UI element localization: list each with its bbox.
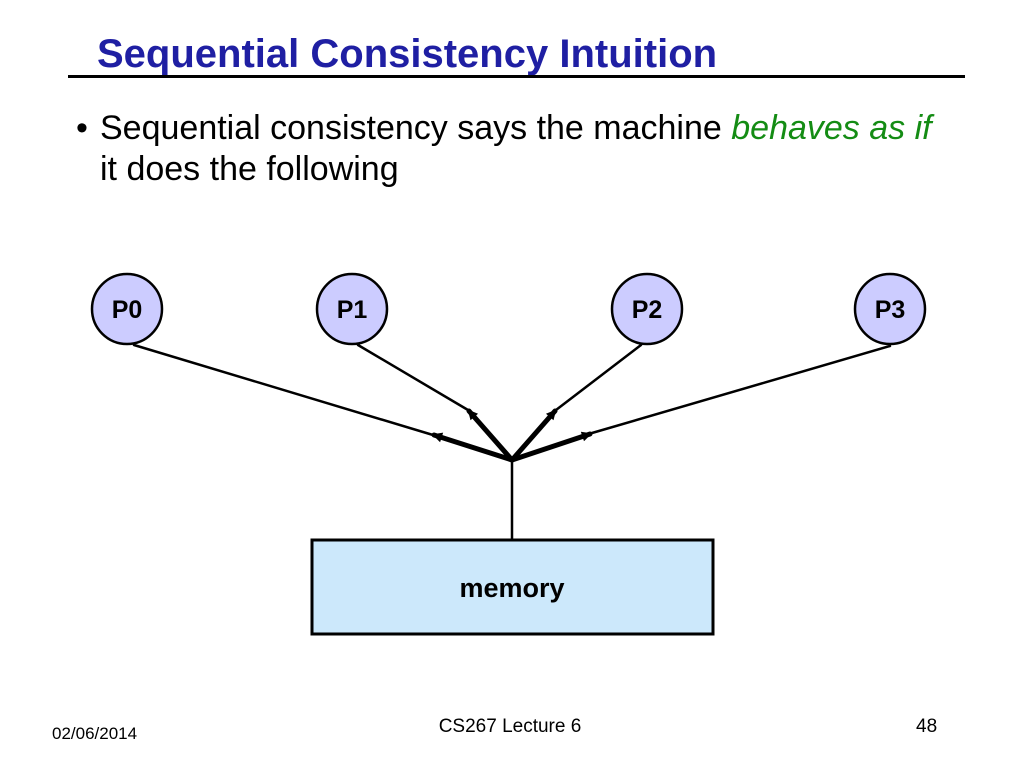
bullet-line-1: Sequential consistency says the machine … bbox=[100, 108, 932, 149]
memory-rect bbox=[310, 538, 715, 636]
processor-circle bbox=[610, 272, 684, 346]
connector-p0 bbox=[132, 343, 435, 437]
processor-p0: P0 bbox=[90, 272, 164, 346]
connector-lines bbox=[132, 343, 892, 437]
connector-p1 bbox=[356, 343, 470, 412]
processor-label: P2 bbox=[632, 296, 663, 324]
processor-label: P0 bbox=[112, 296, 143, 324]
switch-arm-p1 bbox=[466, 408, 515, 463]
processor-p1: P1 bbox=[315, 272, 389, 346]
memory-label: memory bbox=[459, 573, 564, 603]
footer-page-number: 48 bbox=[916, 716, 938, 737]
bullet-line-2: it does the following bbox=[100, 150, 399, 188]
processor-p3: P3 bbox=[853, 272, 927, 346]
switch-arm-p2 bbox=[509, 408, 558, 463]
processor-label: P1 bbox=[337, 296, 368, 324]
connector-p2 bbox=[554, 343, 643, 412]
processor-circle bbox=[90, 272, 164, 346]
slide-title: Sequential Consistency Intuition bbox=[97, 32, 718, 76]
switch-arm-p3 bbox=[509, 431, 593, 463]
title-underline bbox=[68, 75, 965, 78]
bullet-point: Sequential consistency says the machine … bbox=[100, 108, 932, 190]
memory-box: memory bbox=[310, 538, 715, 636]
bullet-text: Sequential consistency says the machine bbox=[100, 109, 722, 147]
processor-circle bbox=[315, 272, 389, 346]
switch-arm-p0 bbox=[431, 432, 515, 463]
processor-label: P3 bbox=[875, 296, 906, 324]
processor-p2: P2 bbox=[610, 272, 684, 346]
bullet-marker: • bbox=[76, 109, 88, 147]
bullet-emphasis: behaves as if bbox=[731, 109, 932, 147]
connector-p3 bbox=[590, 344, 892, 435]
switch-arms bbox=[431, 408, 593, 463]
footer-lecture-title: CS267 Lecture 6 bbox=[438, 716, 582, 737]
footer-date: 02/06/2014 bbox=[52, 724, 138, 743]
processor-circle bbox=[853, 272, 927, 346]
